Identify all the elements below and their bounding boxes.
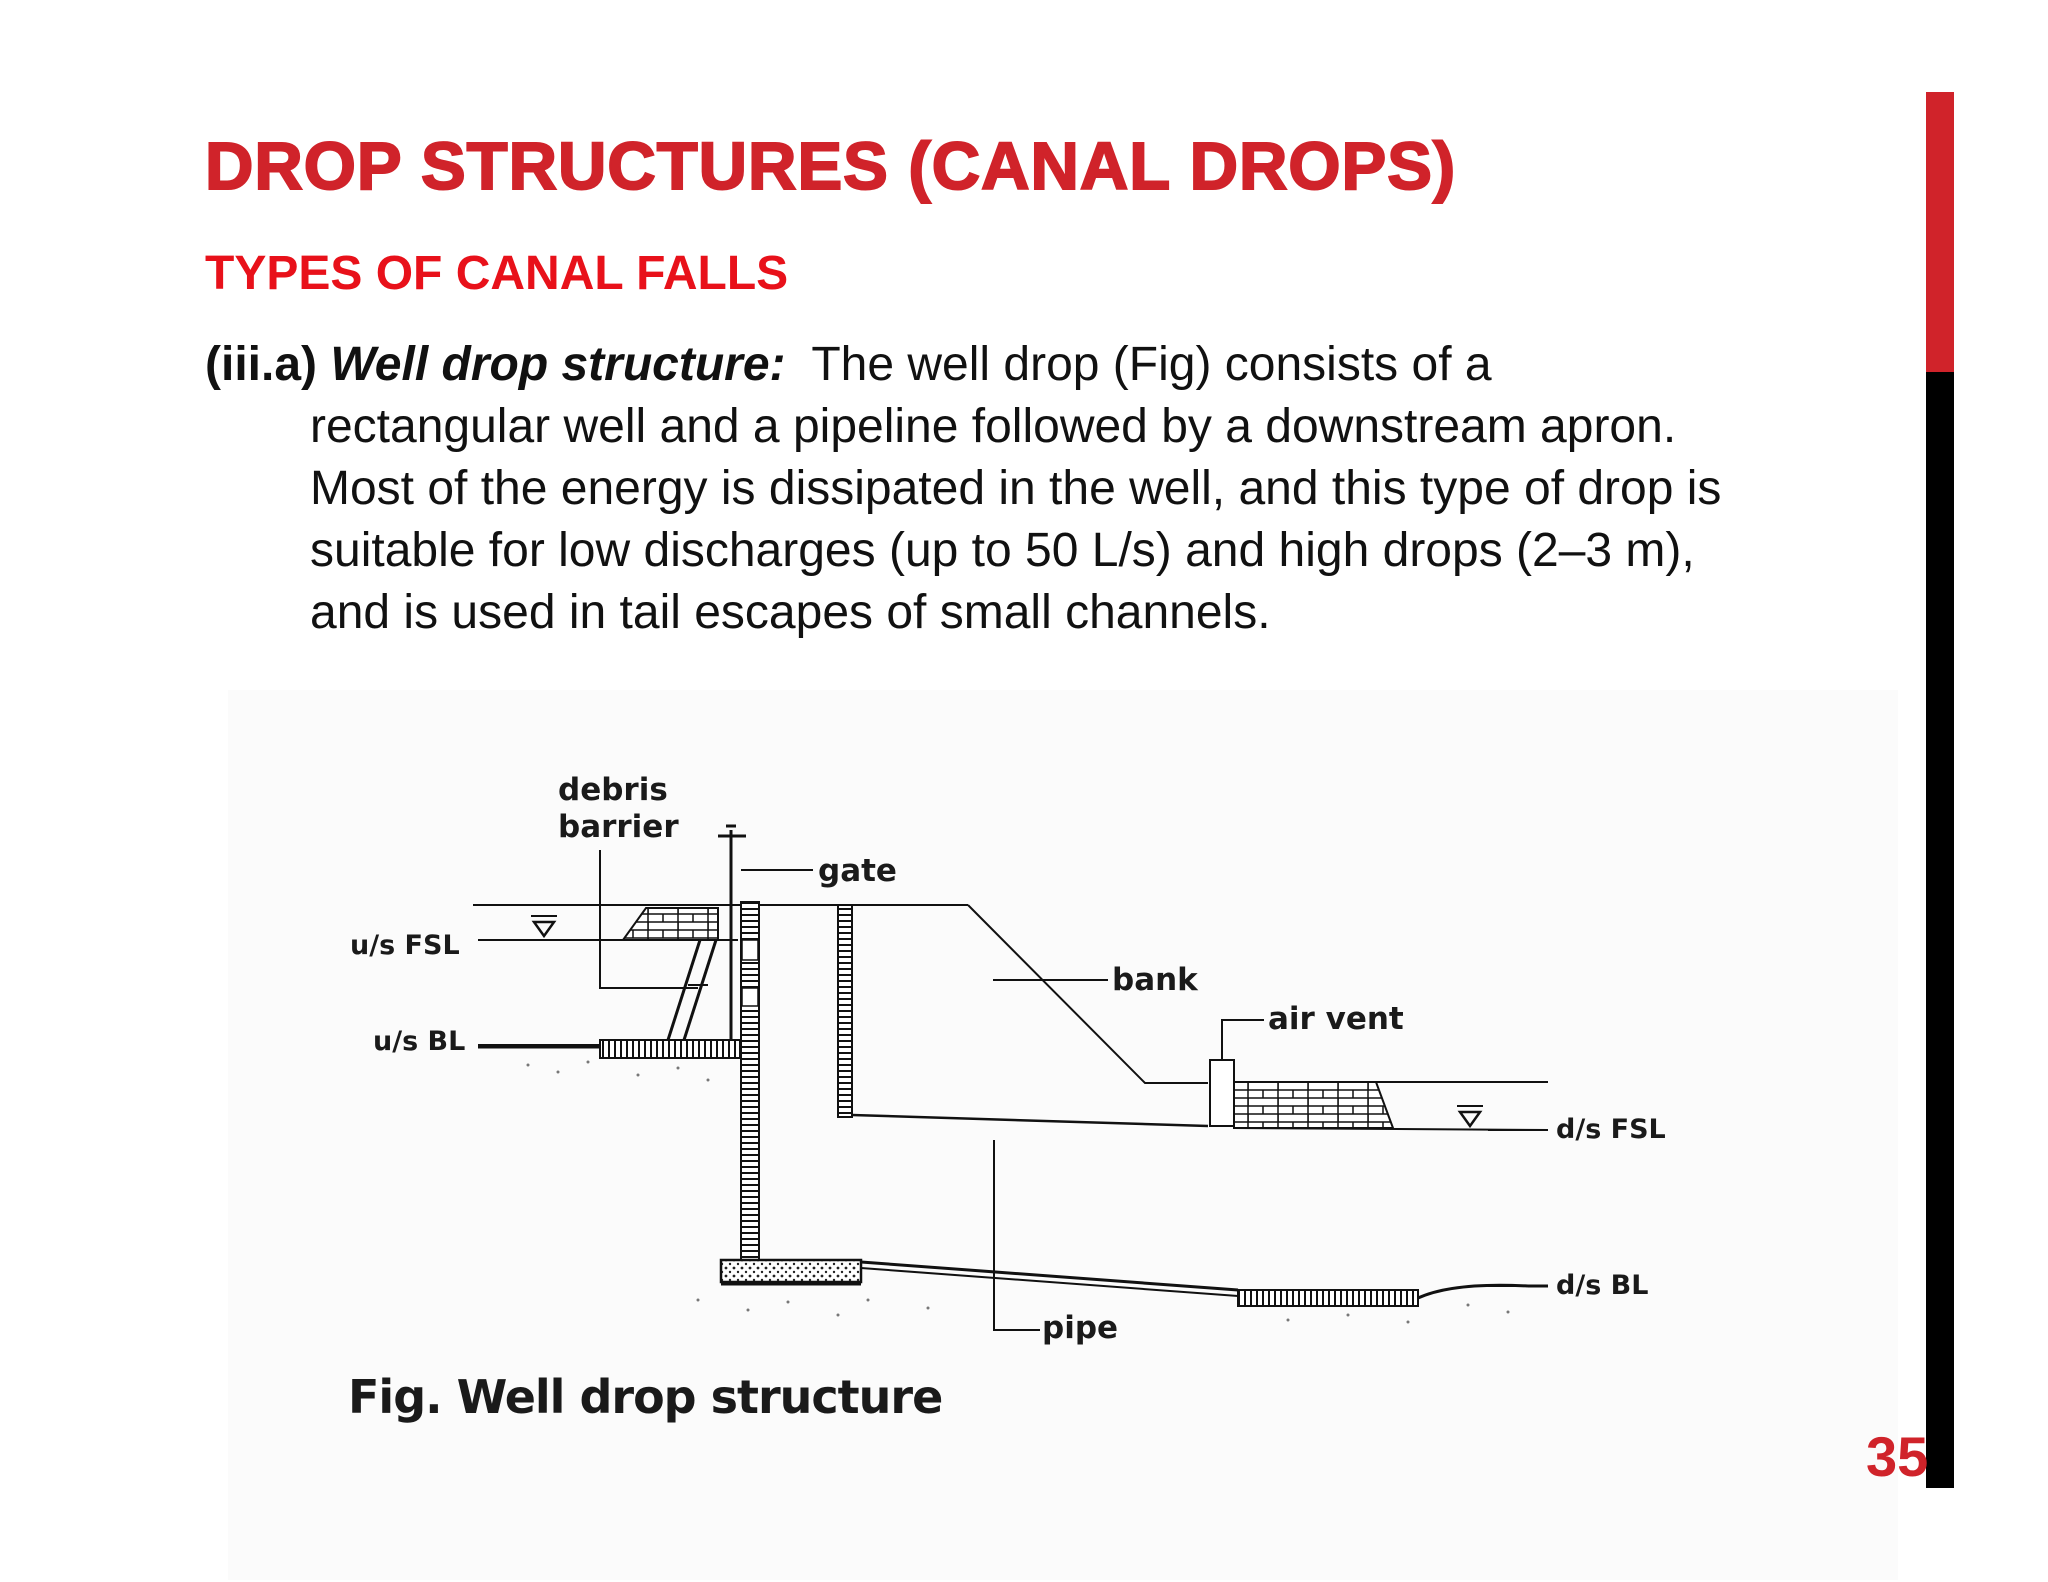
- slide-subtitle: TYPES OF CANAL FALLS: [205, 247, 789, 300]
- air-vent-label: air vent: [1268, 1001, 1404, 1037]
- soil-texture: [526, 1060, 1510, 1324]
- debris-barrier: [666, 939, 718, 1041]
- pipe-label: pipe: [1042, 1310, 1118, 1346]
- debris-barrier-label-line2: barrier: [558, 809, 679, 845]
- well-wall-upstream: [740, 901, 760, 1261]
- upstream-bed: [478, 1039, 741, 1059]
- downstream-masonry: [1233, 1081, 1395, 1129]
- item-term: Well drop structure:: [330, 338, 786, 391]
- air-vent: [1209, 1059, 1235, 1127]
- debris-barrier-label-line1: debris: [558, 772, 668, 808]
- body-line-1-text: The well drop (Fig) consists of a: [811, 338, 1492, 391]
- well-drop-diagram: debris barrier gate u/s FSL u/s BL bank …: [350, 772, 1666, 1346]
- figure-panel: [228, 690, 1898, 1580]
- item-prefix: (iii.a): [205, 338, 318, 391]
- figure-caption-text: Well drop structure: [456, 1370, 944, 1424]
- body-paragraph: (iii.a) Well drop structure: The well dr…: [205, 334, 1885, 644]
- body-line-3: Most of the energy is dissipated in the …: [310, 462, 1722, 515]
- ds-bl-label: d/s BL: [1556, 1270, 1648, 1301]
- body-line-1: (iii.a) Well drop structure: The well dr…: [205, 334, 1885, 396]
- figure-caption-label: Fig.: [348, 1370, 443, 1424]
- figure-caption: Fig. Well drop structure: [348, 1370, 944, 1424]
- us-fsl-label: u/s FSL: [350, 930, 460, 961]
- ds-fsl-label: d/s FSL: [1556, 1114, 1666, 1145]
- body-line-4: suitable for low discharges (up to 50 L/…: [310, 524, 1695, 577]
- bank-label: bank: [1112, 962, 1199, 998]
- gate: [718, 824, 746, 1040]
- gate-label: gate: [818, 853, 897, 889]
- downstream-apron: [1237, 1283, 1548, 1307]
- leader-lines: [599, 850, 1548, 1331]
- page-number: 35: [1866, 1425, 1929, 1488]
- us-bl-label: u/s BL: [373, 1026, 465, 1057]
- upstream-water-surface: [473, 904, 968, 941]
- body-line-2: rectangular well and a pipeline followed…: [310, 400, 1677, 453]
- well-wall-downstream: [837, 904, 853, 1118]
- accent-bar-black: [1926, 372, 1954, 1488]
- body-line-5: and is used in tail escapes of small cha…: [310, 586, 1271, 639]
- pipe: [851, 1113, 1239, 1297]
- accent-bar-red: [1926, 92, 1954, 372]
- upstream-masonry: [621, 907, 719, 941]
- well-base: [719, 1258, 863, 1284]
- bank: [967, 904, 1208, 1084]
- slide-title: DROP STRUCTURES (CANAL DROPS): [204, 128, 1457, 205]
